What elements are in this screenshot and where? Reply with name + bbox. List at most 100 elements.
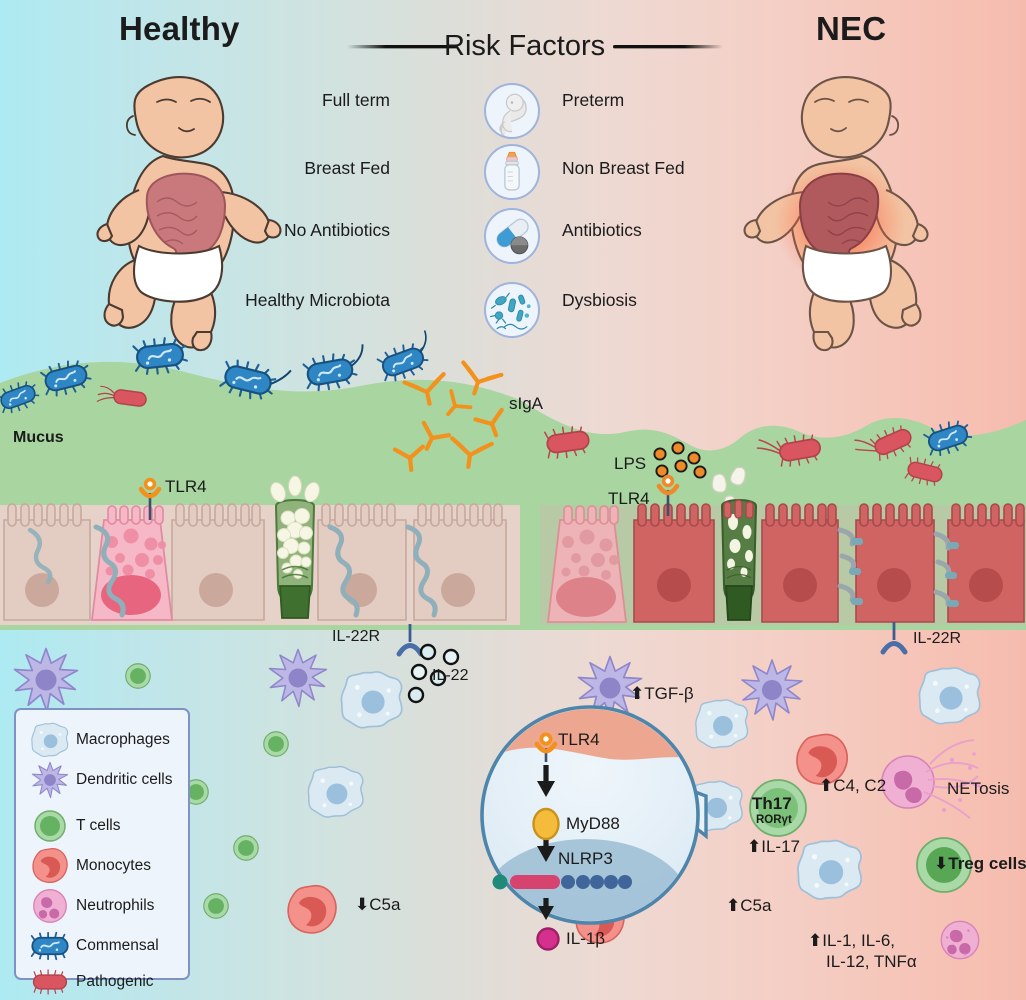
legend-label: Monocytes [76, 857, 151, 874]
enterocyte [171, 503, 265, 621]
paneth-cell-healthy [90, 505, 174, 621]
dendritic-cell-icon [31, 761, 69, 799]
annotation-c4-c2: ⬆C4, C2 [819, 777, 886, 795]
il22r-label-nec: IL-22R [913, 630, 962, 647]
annotation-tgf-beta: ⬆TGF-β [630, 685, 694, 703]
annotation-cytokines: ⬆IL-1, IL-6, [808, 932, 895, 950]
lps-particles [653, 441, 707, 479]
nec-baby-illustration [743, 76, 929, 352]
pathogenic-bacterium [96, 385, 147, 407]
goblet-cell-nec [720, 499, 758, 621]
nlrp3-complex [492, 874, 632, 890]
mucus-label: Mucus [13, 429, 64, 446]
header-healthy: Healthy [119, 10, 240, 47]
siga-antibodies [392, 360, 504, 473]
treg-cell [916, 837, 972, 893]
legend-label: Dendritic cells [76, 771, 173, 788]
legend-label: Macrophages [76, 731, 170, 748]
siga-label: sIgA [509, 394, 544, 413]
risk-factor-right-label: Non Breast Fed [562, 158, 685, 178]
enterocyte [317, 503, 407, 621]
il22-molecules [407, 643, 460, 704]
header-nec: NEC [816, 10, 887, 47]
enterocyte [3, 503, 91, 621]
legend-item-t-cells: T cells [26, 806, 121, 846]
annotation-c5a-nec: ⬆C5a [726, 897, 771, 915]
risk-factors-rule-right [613, 45, 723, 49]
macrophage [695, 699, 749, 749]
macrophage [797, 839, 863, 900]
legend-box: Macrophages Dendritic cells T cells Mono… [14, 708, 190, 995]
legend-item-macrophages: Macrophages [26, 720, 170, 760]
annotation-c5a-healthy: ⬇C5a [355, 896, 400, 914]
paneth-cell-nec [546, 505, 628, 623]
tlr4-inflammasome [534, 732, 558, 762]
il1b-label: IL-1β [566, 929, 606, 948]
healthy-baby-illustration [96, 76, 282, 352]
legend-item-neutrophils: Neutrophils [26, 886, 154, 926]
annotation-text: C5a [369, 895, 401, 914]
pathogenic-bacterium-icon [32, 969, 68, 995]
epithelium-healthy [0, 475, 520, 625]
macrophage [307, 765, 364, 818]
t-cell [233, 835, 259, 861]
th17-cell [749, 779, 807, 837]
pill-capsule-icon [484, 208, 540, 264]
up-arrow-icon: ⬆ [808, 931, 823, 951]
tlr4-label-healthy: TLR4 [165, 477, 207, 496]
monocyte-icon [32, 847, 68, 883]
immune-cells-nec [575, 655, 983, 960]
legend-item-monocytes: Monocytes [26, 846, 151, 886]
macrophage [340, 671, 403, 729]
il22r-receptor-healthy [396, 624, 424, 657]
legend-label: T cells [76, 817, 121, 834]
t-cell [263, 731, 289, 757]
annotation-text: IL-17 [761, 837, 800, 856]
mucus-bacteria-healthy [0, 330, 432, 417]
commensal-bacterium-icon [30, 931, 69, 961]
legend-label: Neutrophils [76, 897, 155, 914]
enterocyte [413, 503, 507, 621]
netosis-neutrophil [881, 739, 983, 819]
nlrp3-label: NLRP3 [558, 849, 613, 868]
risk-factors-title: Risk Factors [444, 30, 606, 62]
microbes-icon [484, 282, 540, 338]
annotation-netosis: NETosis [947, 779, 1010, 798]
risk-factor-right-label: Preterm [562, 90, 625, 110]
inflammasome-tlr4-label: TLR4 [558, 730, 600, 749]
il22-label: IL-22 [432, 667, 469, 684]
legend-item-dendritic-cells: Dendritic cells [26, 760, 172, 800]
enterocyte-nec [947, 503, 1025, 623]
legend-label: Commensal [76, 937, 159, 954]
mucus-bacteria-nec [543, 416, 975, 490]
annotation-text: TGF-β [644, 684, 694, 703]
tight-junctions-healthy [93, 524, 438, 618]
annotation-text: C5a [740, 896, 772, 915]
neutrophil [940, 920, 980, 960]
net-strands [923, 739, 983, 819]
il22r-receptor-nec [880, 622, 908, 655]
risk-factor-left-label: No Antibiotics [283, 220, 390, 240]
epithelium-nec [540, 499, 1026, 625]
up-arrow-icon: ⬆ [630, 684, 645, 704]
baby-bottle-icon [484, 144, 540, 200]
annotation-il-17: ⬆IL-17 [747, 838, 800, 856]
monocyte [287, 884, 337, 934]
t-cell [125, 663, 151, 689]
il1b-molecule [536, 927, 560, 951]
legend-item-commensal: Commensal [26, 926, 159, 966]
up-arrow-icon: ⬆ [747, 837, 762, 857]
up-arrow-icon: ⬆ [819, 776, 834, 796]
down-arrow-icon: ⬇ [934, 854, 949, 874]
myd88-label: MyD88 [566, 814, 620, 833]
risk-factor-right-label: Dysbiosis [562, 290, 637, 310]
neutrophil-icon [33, 889, 67, 923]
annotation-treg: ⬇Treg cells [934, 855, 1026, 873]
il22r-label-healthy: IL-22R [332, 628, 381, 645]
risk-factor-left-label: Breast Fed [304, 158, 390, 178]
th17-title: Th17 [752, 794, 792, 813]
t-cell-icon [34, 810, 66, 842]
myd88-molecule [532, 807, 560, 841]
risk-factor-left-label: Healthy Microbiota [245, 290, 390, 310]
